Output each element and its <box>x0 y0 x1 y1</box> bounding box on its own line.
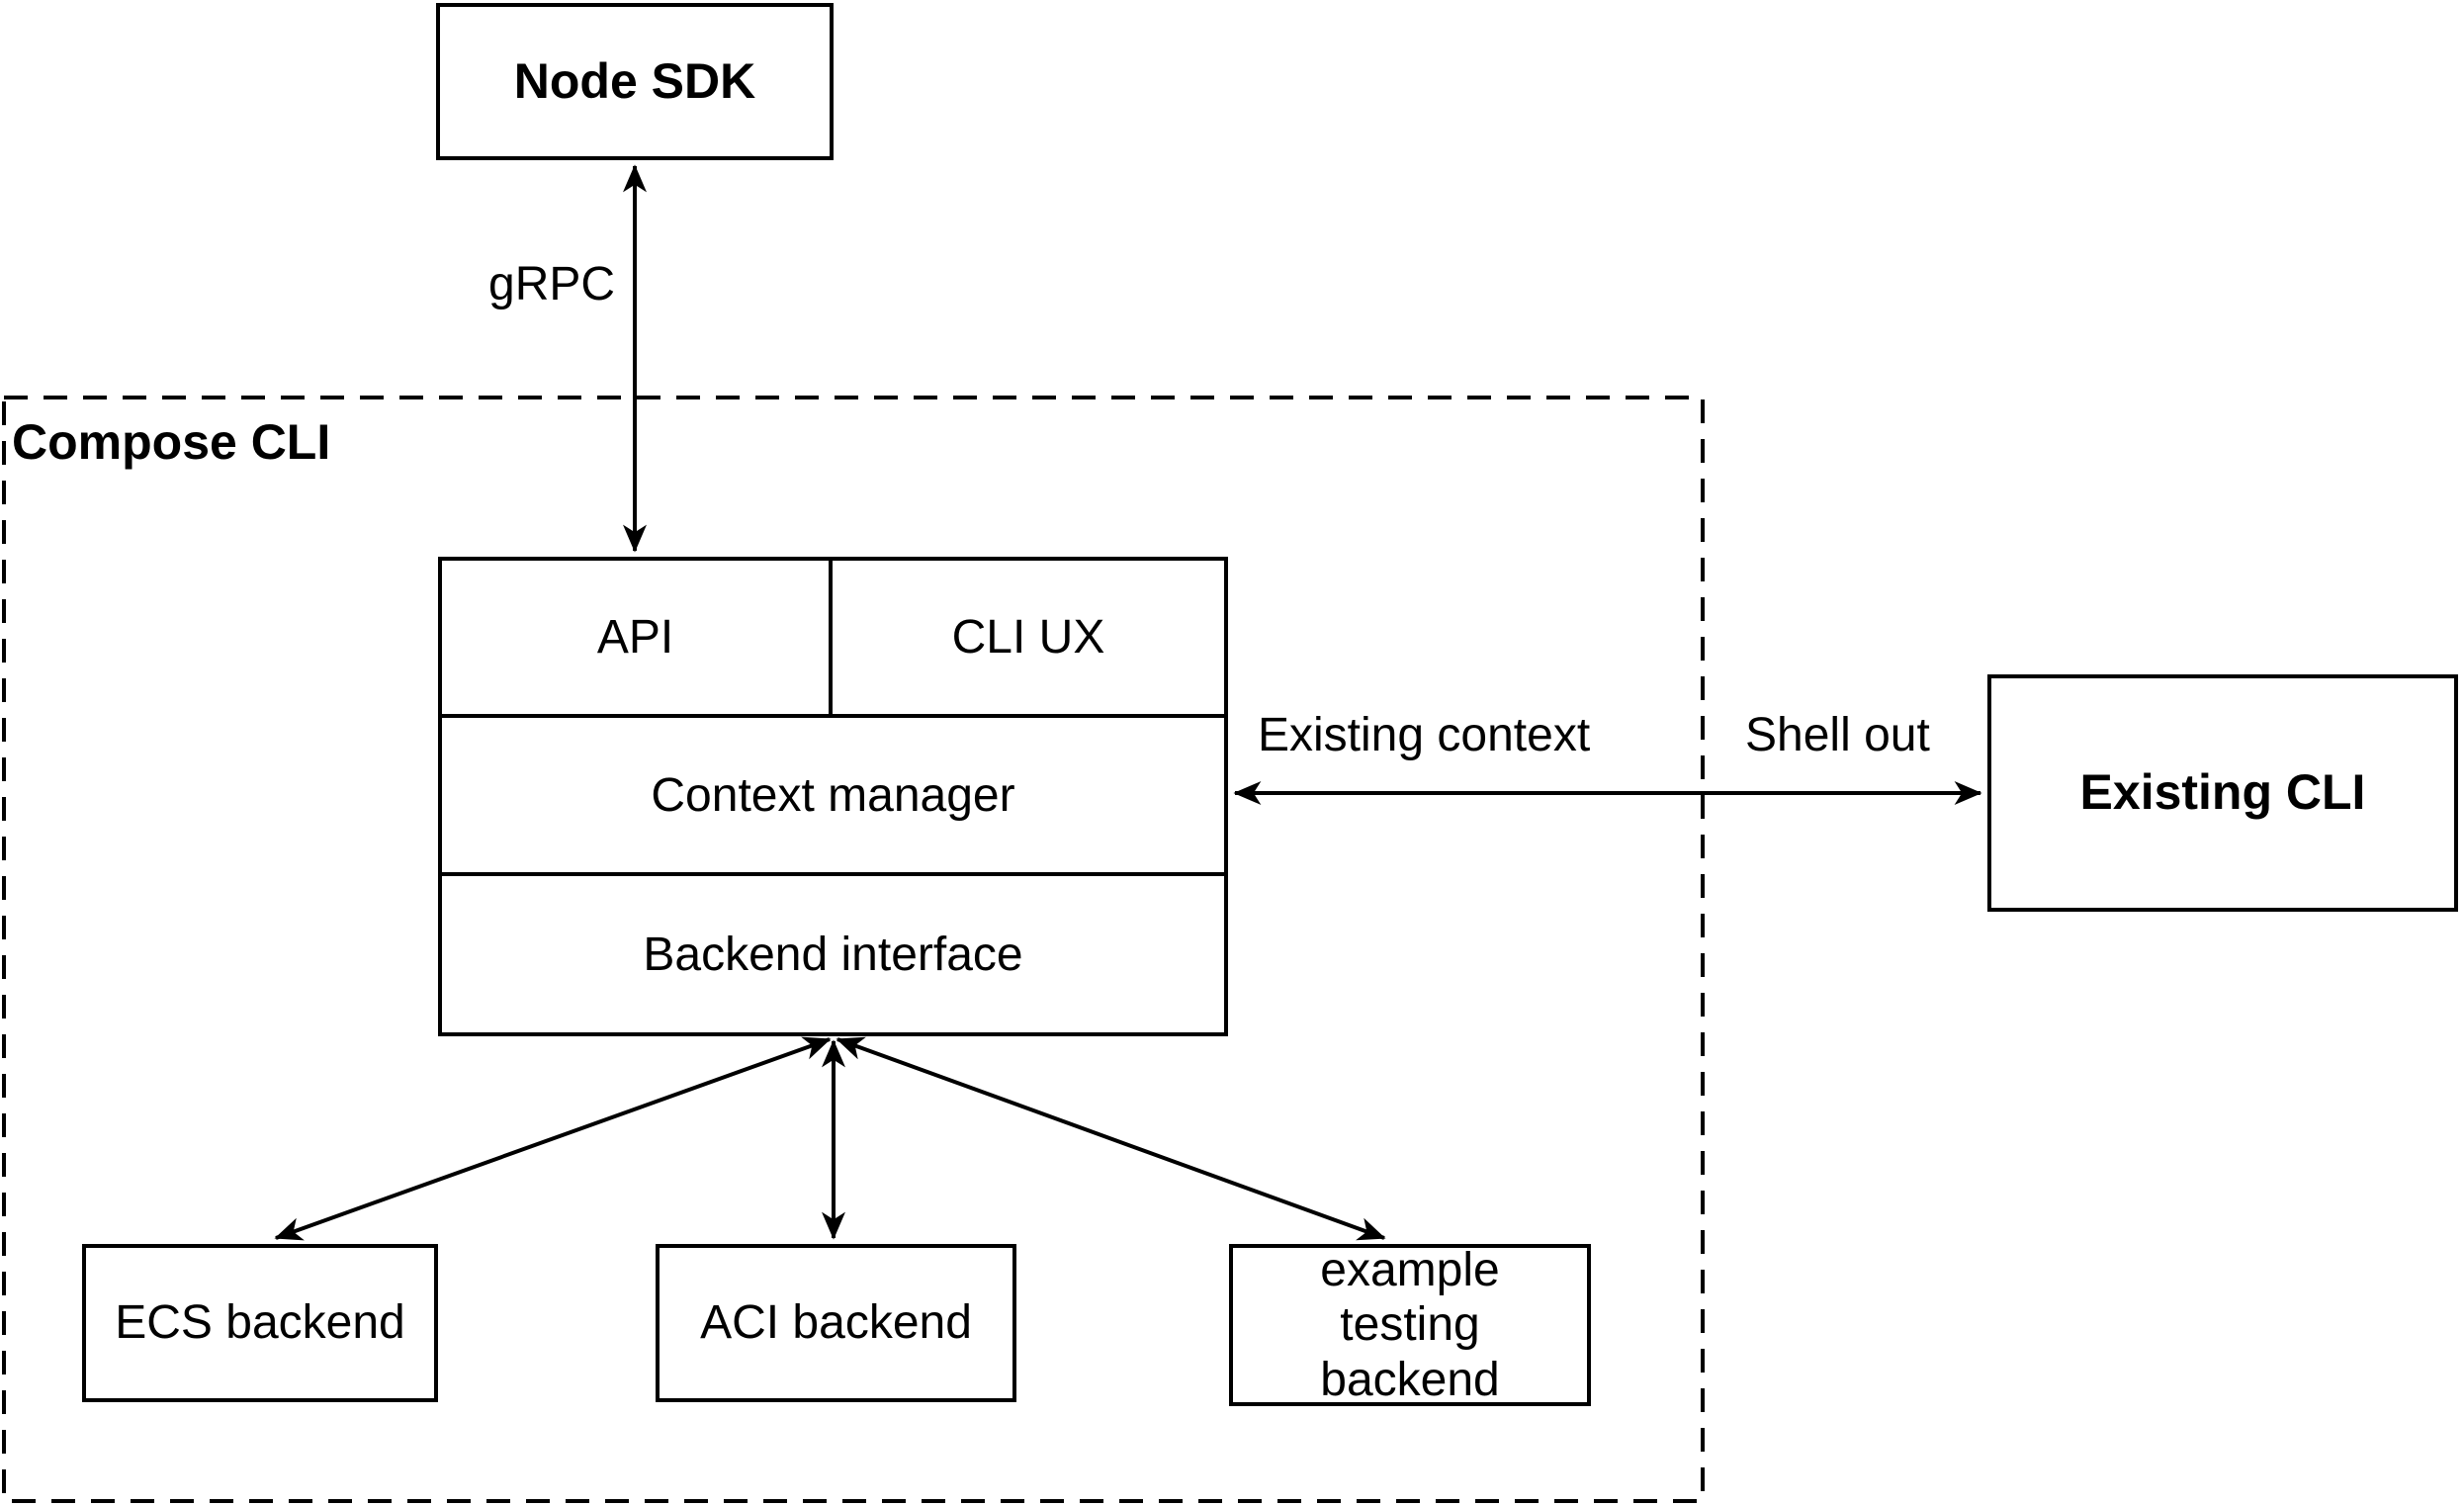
ecs-backend-box: ECS backend <box>82 1244 438 1402</box>
compose-cli-container-label: Compose CLI <box>12 414 331 470</box>
node-sdk-box: Node SDK <box>436 3 834 160</box>
shell-out-edge-label: Shell out <box>1745 709 1930 762</box>
api-box: API <box>442 561 833 714</box>
aci-backend-label: ACI backend <box>700 1296 972 1350</box>
existing-context-edge-label: Existing context <box>1258 709 1591 762</box>
ecs-backend-label: ECS backend <box>115 1296 405 1350</box>
compose-cli-core-box: API CLI UX Context manager Backend inter… <box>438 557 1228 1036</box>
example-testing-backend-box: example testing backend <box>1229 1244 1591 1406</box>
cli-ux-label: CLI UX <box>951 611 1105 664</box>
backend-interface-box: Backend interface <box>442 872 1224 1032</box>
compose-cli-container-border <box>2 396 1705 1503</box>
existing-cli-box: Existing CLI <box>1987 674 2458 912</box>
existing-cli-label: Existing CLI <box>2079 764 2366 821</box>
context-manager-label: Context manager <box>651 768 1015 822</box>
aci-backend-box: ACI backend <box>656 1244 1016 1402</box>
node-sdk-label: Node SDK <box>513 52 756 109</box>
api-label: API <box>596 611 674 664</box>
grpc-edge-label: gRPC <box>488 258 616 311</box>
cli-ux-box: CLI UX <box>833 561 1224 714</box>
backend-interface-label: Backend interface <box>643 928 1023 981</box>
context-manager-box: Context manager <box>442 714 1224 872</box>
backend-to-ecs-arrow <box>274 1036 832 1241</box>
api-cliux-row: API CLI UX <box>442 561 1224 714</box>
backend-to-example-arrow <box>836 1036 1386 1241</box>
example-testing-backend-label: example testing backend <box>1320 1244 1500 1406</box>
